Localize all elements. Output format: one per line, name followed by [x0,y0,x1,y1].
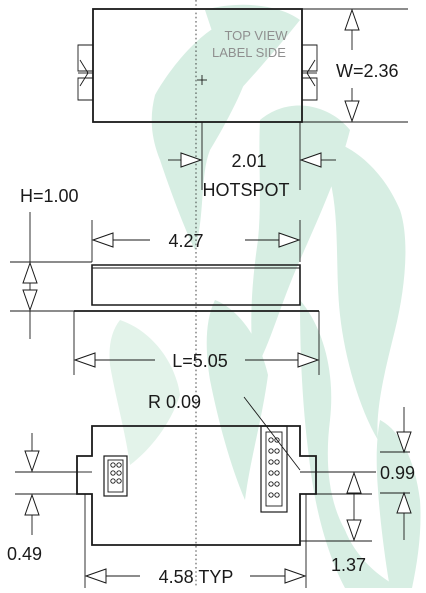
left-connector [103,455,128,497]
arrow-up-icon [24,493,40,516]
arrow-up-icon [344,8,360,31]
top-view-label: TOP VIEW [224,28,288,43]
arrow-left-icon [73,352,96,368]
radius-callout: R 0.09 [148,392,301,471]
overall-length-dimension: L=5.05 [73,311,320,375]
side-view [74,264,319,312]
overall-length-label: L=5.05 [172,351,228,371]
bottom-view-body [76,425,317,546]
arrow-down-icon [396,431,412,454]
arrow-right-icon [180,152,203,168]
arrow-right-icon [284,568,307,584]
top-view-body [92,8,303,123]
left-mount-tab-upper [77,44,93,72]
pin-offset-label: 0.99 [380,463,415,483]
side-view-body [91,264,301,306]
width-dimension: W=2.36 [302,8,408,123]
slot-dimension: 0.49 [7,433,77,564]
arrow-down-icon [22,289,38,312]
height-dimension: H=1.00 [10,186,92,339]
hotspot-value-label: 2.01 [231,151,266,171]
radius-label: R 0.09 [148,392,201,412]
right-mount-tab-lower [302,77,318,101]
top-view: TOP VIEW LABEL SIDE [77,8,318,123]
right-mount-tab-upper [302,44,318,72]
label-side-label: LABEL SIDE [212,45,286,60]
arrow-left-icon [91,232,114,248]
leaf-logo-watermark [109,4,421,588]
arrow-right-icon [297,352,320,368]
slot-dim-label: 0.49 [7,544,42,564]
arrow-left-icon [299,152,322,168]
height-dim-label: H=1.00 [20,186,79,206]
right-connector [260,425,288,513]
body-length-label: 4.27 [168,231,203,251]
left-mount-tab-lower [77,77,93,101]
arrow-up-icon [346,471,362,494]
pin-offset-dimension: 0.99 [300,407,415,540]
hotspot-label: HOTSPOT [202,180,289,200]
hotspot-dimension: 2.01 HOTSPOT [168,122,336,200]
connector-dimension: 1.37 [300,471,372,575]
arrow-up-icon [22,261,38,284]
width-dim-label: W=2.36 [336,61,399,81]
body-length-dimension: 4.27 [91,220,301,262]
arrow-right-icon [278,232,301,248]
mount-spacing-dimension: 4.58 TYP [84,494,307,588]
arrow-down-icon [346,519,362,542]
mount-spacing-label: 4.58 TYP [159,567,234,587]
arrow-down-icon [24,450,40,473]
arrow-down-icon [344,100,360,123]
connector-dim-label: 1.37 [331,555,366,575]
arrow-up-icon [396,491,412,514]
arrow-left-icon [84,568,107,584]
